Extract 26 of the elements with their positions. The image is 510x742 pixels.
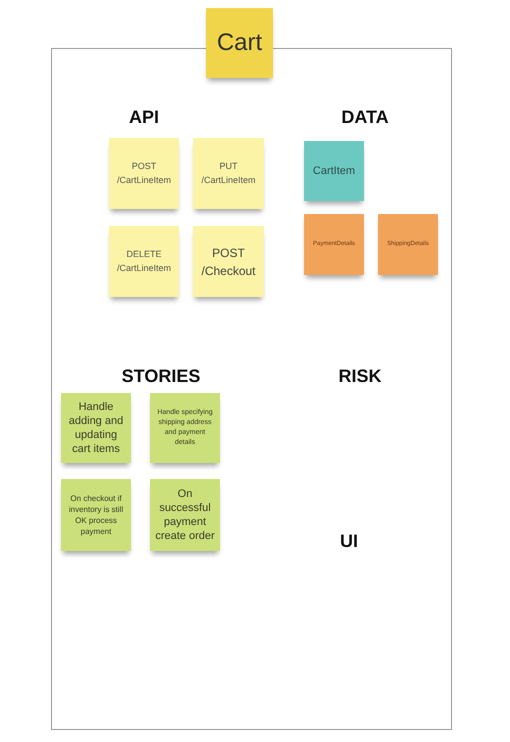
sticky-note [193,138,264,209]
sticky-note [61,393,131,463]
sticky-note [378,214,438,275]
note-text: PUT /CartLineItem [200,160,257,186]
sticky-note [109,138,179,209]
note-text: Cart [216,28,262,58]
note-text: DELETE /CartLineItem [116,248,172,274]
section-heading: STORIES [120,365,202,388]
section-heading: RISK [337,365,382,388]
sticky-note [304,214,364,275]
section-heading: UI [339,530,359,553]
sticky-note [150,479,220,551]
note-text: Handle adding and updating cart items [68,400,124,456]
sticky-note [304,141,364,201]
sticky-note [109,226,179,297]
section-heading: API [128,106,160,129]
note-text: CartItem [312,164,356,179]
note-text: On successful payment create order [154,487,216,543]
note-text: POST /CartLineItem [116,160,172,186]
note-text: POST /Checkout [200,244,257,280]
note-text: On checkout if inventory is still OK process payment [68,493,124,537]
sticky-note [206,8,273,78]
sticky-note [193,226,264,297]
section-heading: DATA [340,106,390,129]
sticky-note [150,393,220,463]
sticky-note [61,479,131,551]
